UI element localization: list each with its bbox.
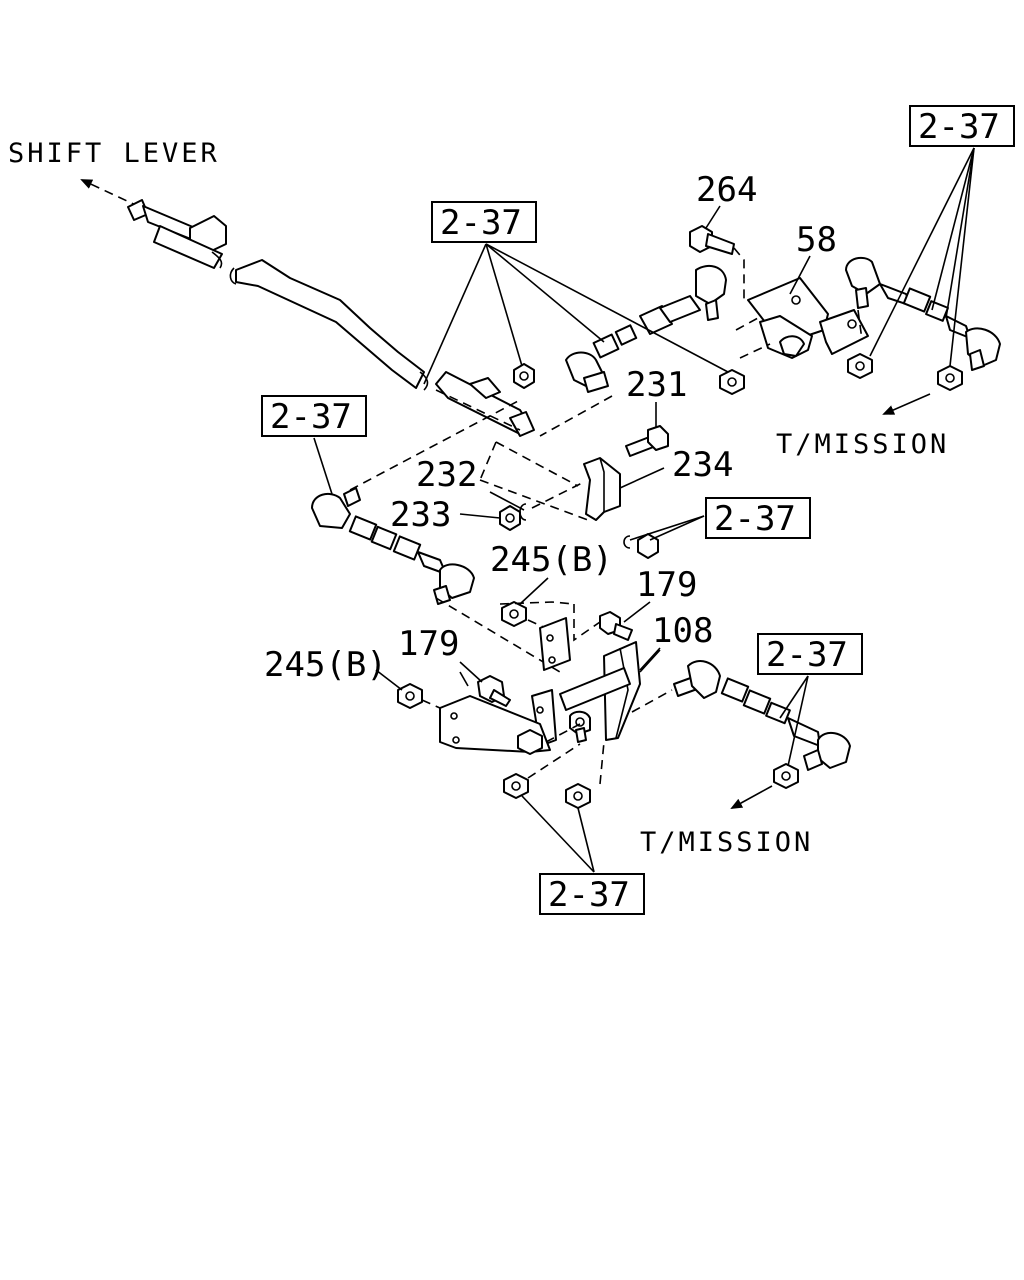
reference-leaders (313, 147, 975, 873)
transmission-arrow-upper (882, 393, 931, 415)
bracket-assembly-108 (499, 601, 661, 747)
svg-text:2-37: 2-37 (714, 499, 796, 539)
nut-bottom-right (565, 741, 605, 809)
part-number-179-upper: 179 (636, 565, 697, 605)
svg-text:2-37: 2-37 (548, 875, 630, 915)
svg-text:2-37: 2-37 (440, 203, 522, 243)
nut-bracket-58 (719, 369, 745, 395)
transmission-arrow-lower (730, 785, 773, 809)
part-number-232: 232 (416, 455, 477, 495)
part-number-233: 233 (390, 495, 451, 535)
nut-top-center (513, 363, 535, 389)
reference-box-left: 2-37 (261, 395, 367, 437)
nut-233 (499, 505, 521, 531)
lower-bracket (439, 695, 581, 755)
shift-rod-upper (127, 199, 429, 391)
bolt-264 (689, 225, 745, 300)
part-number-58: 58 (796, 220, 837, 260)
ball-joint-top-center (565, 295, 701, 393)
reference-box-top-right: 2-37 (909, 105, 1015, 147)
nut-245b-lower (397, 683, 441, 709)
bracket-58 (695, 264, 869, 359)
bolt-231 (539, 395, 669, 457)
washer-232 (519, 481, 585, 521)
reference-box-middle-right: 2-37 (705, 497, 811, 539)
ball-joint-top-right (845, 256, 1001, 371)
part-number-179-lower: 179 (398, 624, 459, 664)
nut-top-right-a (847, 353, 873, 379)
reference-box-lower-right: 2-37 (757, 633, 863, 675)
ball-joint-lower-right (631, 660, 851, 771)
svg-text:2-37: 2-37 (766, 635, 848, 675)
bolt-179-upper (573, 604, 633, 642)
nut-245b-upper (501, 601, 551, 631)
shift-rod-lower (435, 371, 535, 437)
bolt-179-lower (459, 671, 511, 707)
transmission-label-lower: T/MISSION (640, 827, 813, 858)
part-number-245b-upper: 245(B) (490, 540, 613, 580)
washer-and-nut-234 (623, 533, 659, 559)
nut-lower-right (773, 763, 799, 789)
reference-box-top-center: 2-37 (431, 201, 537, 243)
ball-joint-left (311, 399, 561, 673)
svg-text:2-37: 2-37 (918, 107, 1000, 147)
shift-lever-arrow (80, 179, 141, 208)
part-number-234: 234 (672, 445, 733, 485)
svg-text:2-37: 2-37 (270, 397, 352, 437)
nut-bottom-left (503, 743, 581, 799)
part-number-245b-lower: 245(B) (264, 645, 387, 685)
transmission-label-upper: T/MISSION (776, 429, 949, 460)
part-number-231: 231 (626, 365, 687, 405)
shift-lever-label: SHIFT LEVER (8, 138, 220, 169)
part-number-108: 108 (652, 611, 713, 651)
part-number-leaders (375, 205, 811, 691)
reference-box-bottom: 2-37 (539, 873, 645, 915)
bracket-234 (479, 441, 621, 521)
part-number-264: 264 (696, 170, 757, 210)
nut-top-right-b (937, 365, 963, 391)
